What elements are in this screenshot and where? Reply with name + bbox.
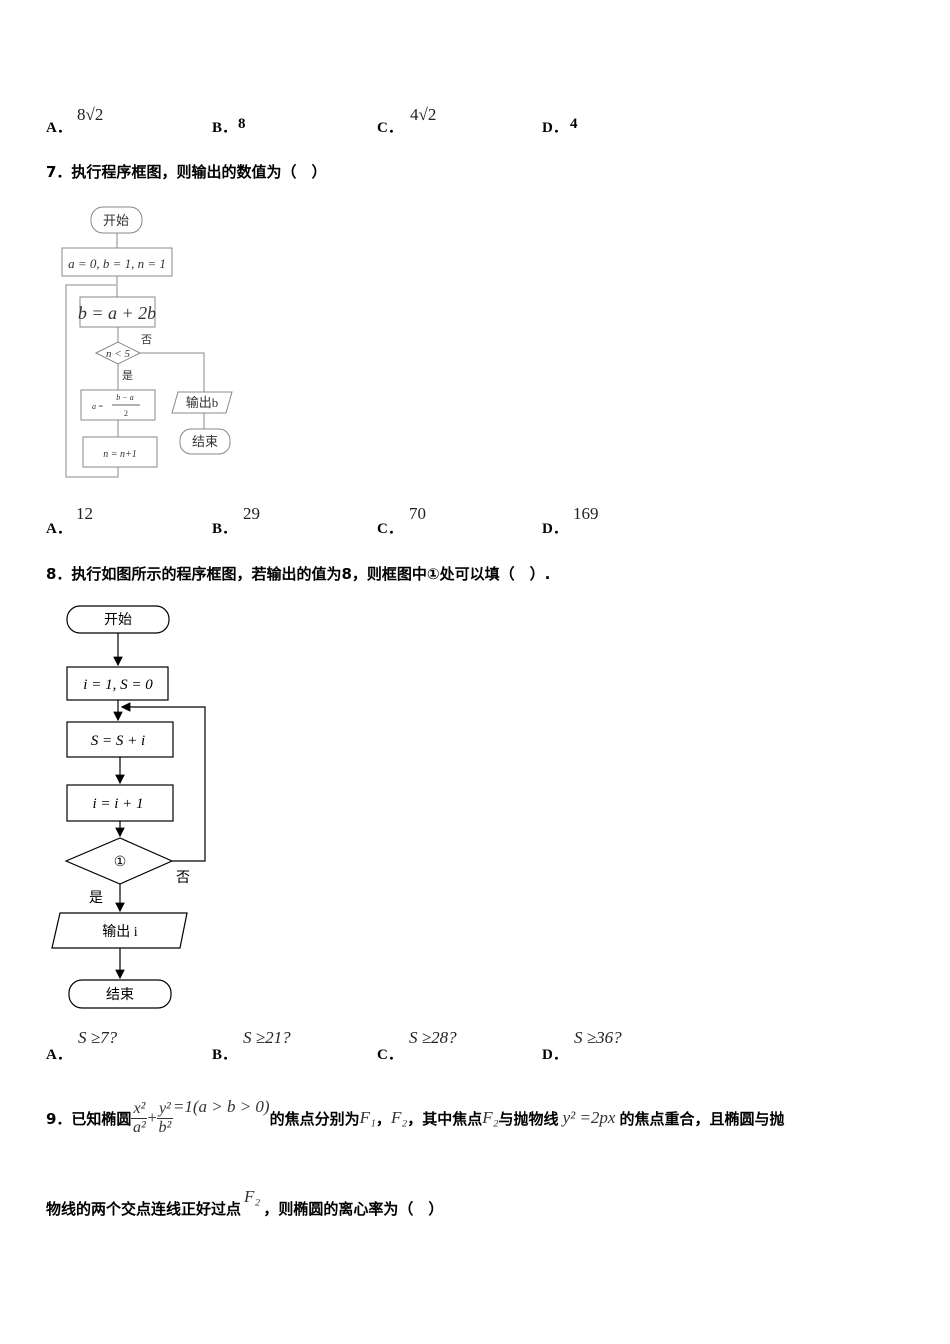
q8-end-node [68, 979, 172, 1009]
q9-frac2-num: y² [156, 1099, 173, 1119]
q7-init-text: a = 0, b = 1, n = 1 [68, 256, 166, 271]
q8-option-d-label: D． [542, 1047, 568, 1063]
q8-cond-text: ① [114, 855, 127, 870]
q7-option-c-label: C． [377, 521, 403, 537]
q8-sum-text: S = S + i [91, 733, 145, 749]
q8-output-text: 输出 i [102, 924, 137, 940]
q7-inc-text: n = n+1 [103, 449, 137, 460]
q7-assign-den: 2 [124, 409, 128, 418]
q7-cond-text: n < 5 [106, 348, 130, 360]
q7-option-d-value: 169 [573, 504, 599, 523]
q9-text1: 的焦点分别为 [269, 1109, 360, 1128]
q8-option-c-value: S ≥28? [409, 1028, 457, 1047]
q9-parabola: y² =2px [562, 1108, 616, 1127]
q9-F2-b: F₂ [482, 1108, 499, 1127]
q9-F2: F₂ [390, 1108, 408, 1127]
q7-step-text: b = a + 2b [78, 303, 156, 323]
q7-option-c-value: 70 [409, 504, 426, 523]
q9-line2-F2: F₂ [244, 1187, 261, 1206]
q7-option-a-label: A． [46, 521, 72, 537]
q9-F1: F₁ [359, 1108, 376, 1127]
q9-line2-text: 物线的两个交点连线正好过点 [46, 1200, 242, 1218]
q8-option-a-label: A． [46, 1047, 72, 1063]
q7-output-text: 输出b [186, 395, 219, 410]
q7-start-text: 开始 [103, 213, 129, 228]
q8-start-text: 开始 [104, 612, 132, 628]
q9-number: 9．已知椭圆 [46, 1109, 132, 1128]
q6-option-d-label: D． [542, 120, 568, 136]
q9-text2: ，其中焦点 [407, 1109, 483, 1128]
q9-frac1-den: a² [133, 1118, 146, 1136]
q7-output-box [171, 391, 233, 414]
q8-option-c-label: C． [377, 1047, 403, 1063]
q7-option-b-value: 29 [243, 504, 260, 523]
q9-line2: 物线的两个交点连线正好过点 F₂ ，则椭圆的离心率为（ ） [46, 1187, 444, 1219]
q9-equation: =1(a > b > 0) [172, 1097, 270, 1116]
q7-end-text: 结束 [192, 434, 218, 449]
q7-end-node [179, 428, 231, 455]
q8-option-a-value: S ≥7? [78, 1028, 118, 1047]
q6-option-c-label: C． [377, 120, 403, 136]
q6-option-c-value: 4√2 [410, 105, 437, 124]
q8-init-text: i = 1, S = 0 [83, 677, 153, 693]
q7-flowchart: 开始 a = 0, b = 1, n = 1 b = a + 2b n < 5 … [61, 206, 233, 478]
q9-text3: 与抛物线 [498, 1109, 559, 1128]
q6-option-b-label: B． [212, 120, 238, 136]
q9-frac1-num: x² [131, 1099, 148, 1119]
q8-flowchart: 开始 i = 1, S = 0 S = S + i i = i + 1 ① 否 … [51, 605, 206, 1009]
q9-plus: + [147, 1108, 157, 1127]
q7-option-b-label: B． [212, 521, 238, 537]
q7-option-a-value: 12 [76, 504, 93, 523]
q7-no-label: 否 [141, 334, 152, 346]
q8-option-b-value: S ≥21? [243, 1028, 291, 1047]
q8-option-d-value: S ≥36? [574, 1028, 622, 1047]
q7-inc-box [82, 436, 158, 468]
q8-title: 8．执行如图所示的程序框图，若输出的值为8，则框图中①处可以填（ ）. [46, 565, 551, 583]
q7-assign-lhs: a = [92, 402, 103, 411]
q8-yes-label: 是 [89, 891, 103, 906]
q8-inc-text: i = i + 1 [92, 796, 143, 812]
q6-option-b-value: 8 [238, 116, 246, 132]
q9-line2-end: ，则椭圆的离心率为（ ） [263, 1200, 444, 1218]
q6-option-d-value: 4 [570, 116, 578, 132]
q9-comma: ， [375, 1109, 391, 1128]
q6-option-a-value: 8√2 [77, 105, 104, 124]
q7-assign-num: b − a [116, 393, 133, 402]
q7-option-d-label: D． [542, 521, 568, 537]
q8-end-text: 结束 [106, 987, 134, 1003]
q9-text4: 的焦点重合，且椭圆与抛 [619, 1109, 785, 1128]
q6-option-a-label: A． [46, 120, 72, 136]
q8-no-label: 否 [176, 871, 190, 886]
q7-yes-label: 是 [122, 369, 133, 382]
q8-output-box [51, 912, 188, 949]
q7-title: 7．执行程序框图，则输出的数值为（ ） [46, 163, 327, 181]
q9-frac2-den: b² [158, 1118, 172, 1136]
q8-option-b-label: B． [212, 1047, 238, 1063]
